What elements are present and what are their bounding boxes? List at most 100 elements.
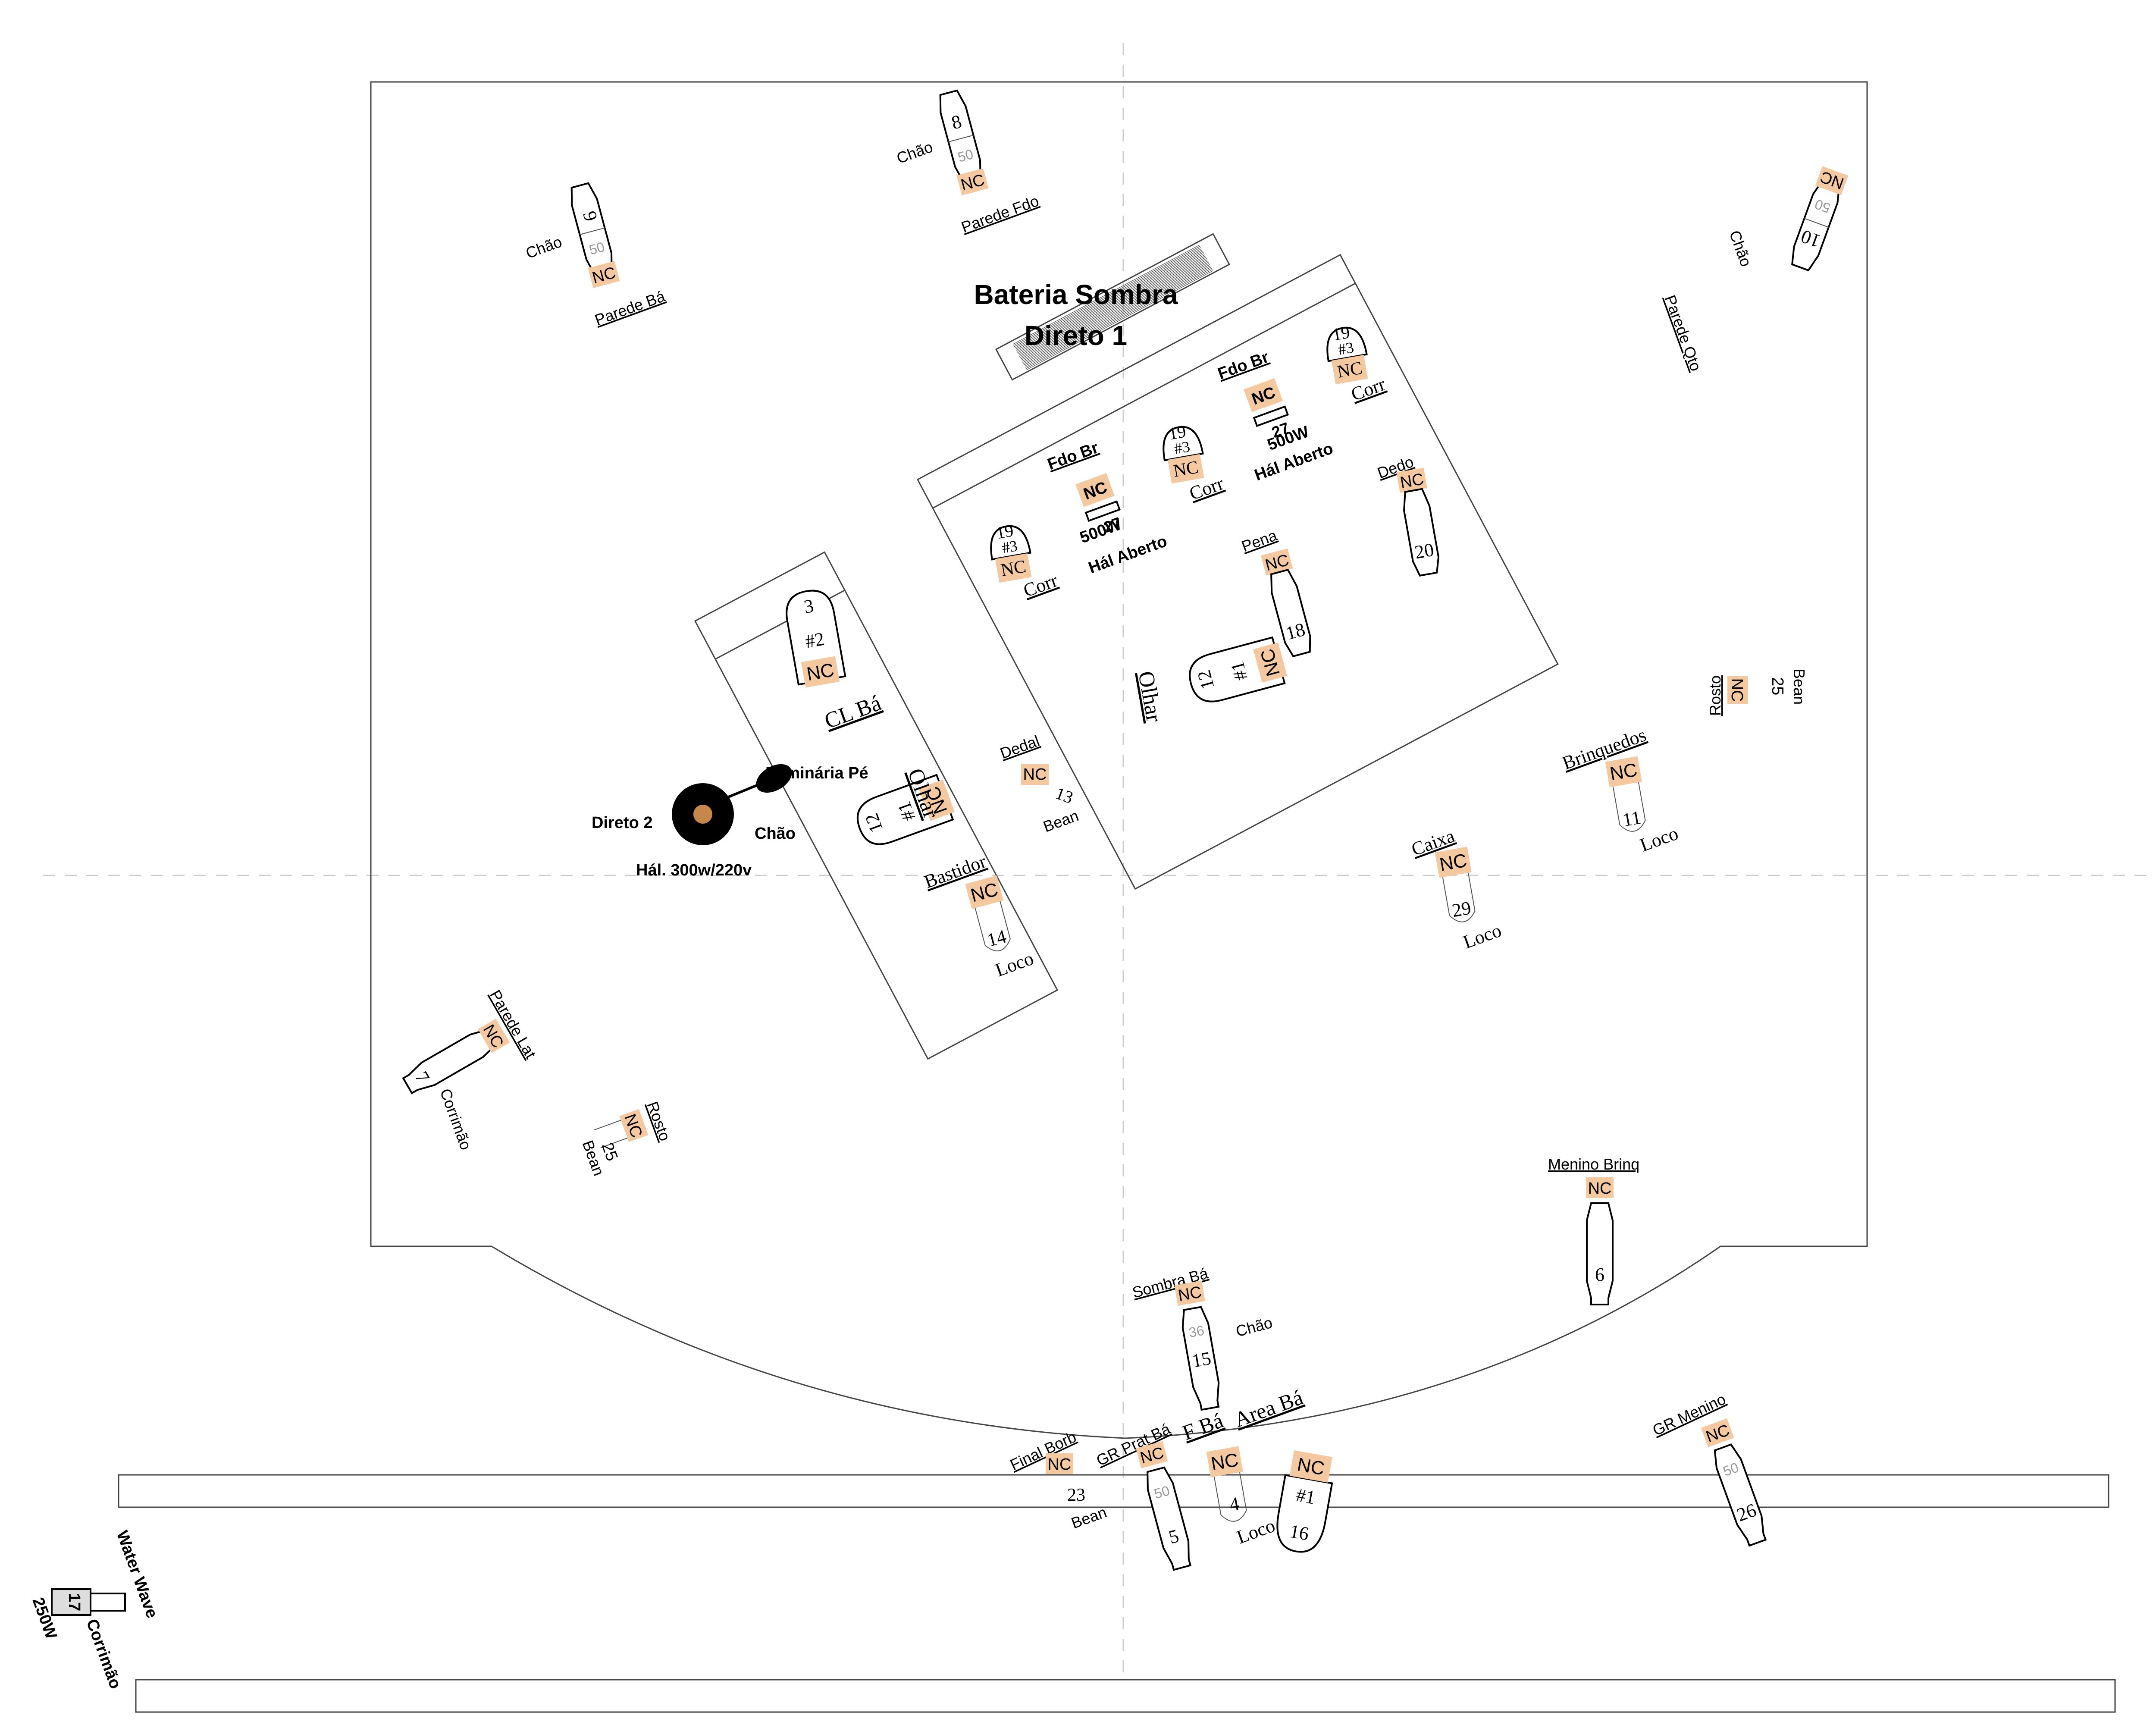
fixture-20[interactable]: NC 20 bbox=[1396, 467, 1442, 577]
hatch-line bbox=[1024, 267, 1212, 367]
fixture-12b[interactable]: 12 #1 NC bbox=[1185, 636, 1289, 706]
hatch-line bbox=[1016, 252, 1204, 352]
fixture-25b-number: 25 bbox=[1768, 677, 1786, 695]
fixture-25a[interactable]: NC bbox=[592, 1109, 649, 1152]
hatch-line bbox=[1015, 250, 1203, 350]
hatch-line bbox=[1015, 248, 1202, 348]
fixture-19c-number: 19 bbox=[1331, 322, 1351, 344]
fixture-29[interactable]: NC 29 bbox=[1435, 847, 1480, 925]
fixture-25b-label: Rosto bbox=[1706, 675, 1724, 716]
fixture-10[interactable]: 10 50 NC bbox=[1787, 166, 1849, 272]
floor-lamp-name: Luminária Pé bbox=[765, 764, 868, 782]
hatch-line bbox=[1021, 260, 1208, 361]
fixture-26[interactable]: NC 50 26 bbox=[1701, 1418, 1771, 1547]
fixture-4-nc: NC bbox=[1210, 1449, 1240, 1474]
title-line1: Bateria Sombra bbox=[974, 279, 1178, 310]
fixture-16[interactable]: NC #1 16 bbox=[1272, 1449, 1336, 1556]
fixture-23-nc: NC bbox=[1048, 1455, 1072, 1474]
floor-lamp-focus: Chão bbox=[755, 825, 796, 843]
fixture-19c-gel: #3 bbox=[1337, 339, 1355, 358]
fixture-4[interactable]: NC 4 bbox=[1206, 1446, 1251, 1524]
fixture-13-nc: NC bbox=[1023, 765, 1047, 784]
fixture-4-number: 4 bbox=[1228, 1493, 1241, 1515]
hatch-line bbox=[1018, 256, 1206, 356]
hatch-line bbox=[1016, 251, 1203, 351]
fixture-19b[interactable]: 19 #3 NC bbox=[1159, 419, 1207, 484]
hatch-line bbox=[1017, 253, 1204, 353]
fixture-19a-gel: #3 bbox=[1000, 537, 1018, 557]
hatch-line bbox=[1022, 262, 1209, 362]
fixture-16-gel: #1 bbox=[1294, 1484, 1317, 1509]
fixture-13-label: Dedal bbox=[998, 732, 1042, 762]
platform-main bbox=[916, 254, 1559, 890]
fixture-14-type: Loco bbox=[993, 947, 1037, 981]
floor-lamp-spec: Hál. 300w/220v bbox=[636, 861, 752, 879]
fixture-19b-nc: NC bbox=[1172, 457, 1200, 481]
fixture-27a-watt: 500W bbox=[1078, 515, 1124, 547]
hatch-line bbox=[1022, 263, 1210, 363]
fixture-27b-type: Hál Aberto bbox=[1252, 439, 1336, 485]
fixture-8-label: Parede Fdo bbox=[959, 192, 1041, 236]
fixture-9[interactable]: 9 50 NC bbox=[567, 182, 620, 289]
fixture-3-label: CL Bá bbox=[821, 690, 885, 734]
fixture-19a-nc: NC bbox=[1000, 556, 1028, 580]
fixture-29-number: 29 bbox=[1450, 897, 1473, 921]
title-line2: Direto 1 bbox=[1025, 320, 1127, 351]
fixture-13-number: 13 bbox=[1053, 783, 1076, 807]
fixture-10-label: Parede Qto bbox=[1661, 293, 1705, 373]
fixture-4-label: F Bá bbox=[1179, 1408, 1226, 1445]
fixture-12a[interactable]: 12 #1 NC bbox=[852, 774, 957, 851]
fixture-25a-label: Rosto bbox=[643, 1099, 674, 1143]
hatch-line bbox=[1012, 245, 1200, 345]
fixture-5[interactable]: NC 50 5 bbox=[1136, 1441, 1195, 1571]
fixture-18[interactable]: NC 18 bbox=[1261, 548, 1315, 658]
fixture-10-focus: Chão bbox=[1726, 228, 1755, 269]
fixture-19a-number: 19 bbox=[995, 521, 1015, 543]
fixture-6-number: 6 bbox=[1595, 1264, 1604, 1285]
fixture-4-type: Loco bbox=[1234, 1515, 1278, 1548]
fixture-15-angle: 36 bbox=[1188, 1322, 1205, 1340]
fixture-16-label: Area Bá bbox=[1231, 1385, 1306, 1432]
fixture-25b-type: Bean bbox=[1790, 668, 1808, 705]
floor-lamp[interactable] bbox=[672, 758, 797, 845]
fixture-23-number: 23 bbox=[1067, 1485, 1085, 1505]
fixture-15-focus: Chão bbox=[1234, 1314, 1274, 1340]
fixture-3-nc: NC bbox=[805, 659, 836, 685]
fixture-15[interactable]: NC 36 15 bbox=[1174, 1280, 1223, 1411]
fixture-25b[interactable]: NC bbox=[1727, 676, 1748, 704]
hatch-band bbox=[995, 233, 1230, 381]
fixture-19a[interactable]: 19 #3 NC bbox=[986, 518, 1034, 583]
fixture-6-nc: NC bbox=[1588, 1179, 1612, 1198]
fixture-17[interactable]: 17 bbox=[51, 1588, 126, 1616]
fixture-23-nc-box[interactable] bbox=[1046, 1453, 1073, 1474]
fixture-14[interactable]: NC 14 bbox=[965, 875, 1015, 955]
hatch-line bbox=[1024, 265, 1211, 365]
fixture-3[interactable]: 3 #2 NC bbox=[783, 587, 846, 689]
floor-lamp-direct: Direto 2 bbox=[592, 814, 652, 832]
fixture-15-nc: NC bbox=[1177, 1283, 1203, 1305]
fixture-29-type: Loco bbox=[1460, 919, 1504, 953]
fixture-17-focus: Corrimão bbox=[83, 1617, 125, 1691]
fixture-8-focus: Chão bbox=[894, 138, 935, 167]
fixture-6[interactable]: NC 6 bbox=[1586, 1177, 1614, 1305]
fixture-19c[interactable]: 19 #3 NC bbox=[1322, 320, 1371, 385]
hatch-line bbox=[1025, 269, 1213, 369]
pipe-front bbox=[118, 1474, 2109, 1508]
fixture-29-nc: NC bbox=[1438, 850, 1469, 875]
fixture-7[interactable]: NC 7 bbox=[401, 1019, 510, 1098]
fixture-13-nc-box[interactable] bbox=[1021, 764, 1049, 785]
fixture-11-type: Loco bbox=[1637, 822, 1681, 856]
fixture-9-label: Parede Bá bbox=[592, 287, 668, 329]
stage-outline bbox=[370, 81, 1868, 1439]
fixture-12b-label: Olhar bbox=[1133, 669, 1166, 724]
hatch-line bbox=[1026, 270, 1213, 370]
fixture-11-number: 11 bbox=[1621, 807, 1642, 831]
fixture-13-type: Bean bbox=[1041, 806, 1081, 835]
hatch-line bbox=[1018, 254, 1205, 354]
fixture-19c-nc: NC bbox=[1336, 358, 1364, 382]
hatch-line bbox=[1019, 257, 1206, 357]
fixture-8[interactable]: 8 50 NC bbox=[935, 89, 989, 196]
fixture-11[interactable]: NC 11 bbox=[1605, 756, 1650, 834]
fixture-7-focus: Corrimão bbox=[436, 1086, 475, 1152]
